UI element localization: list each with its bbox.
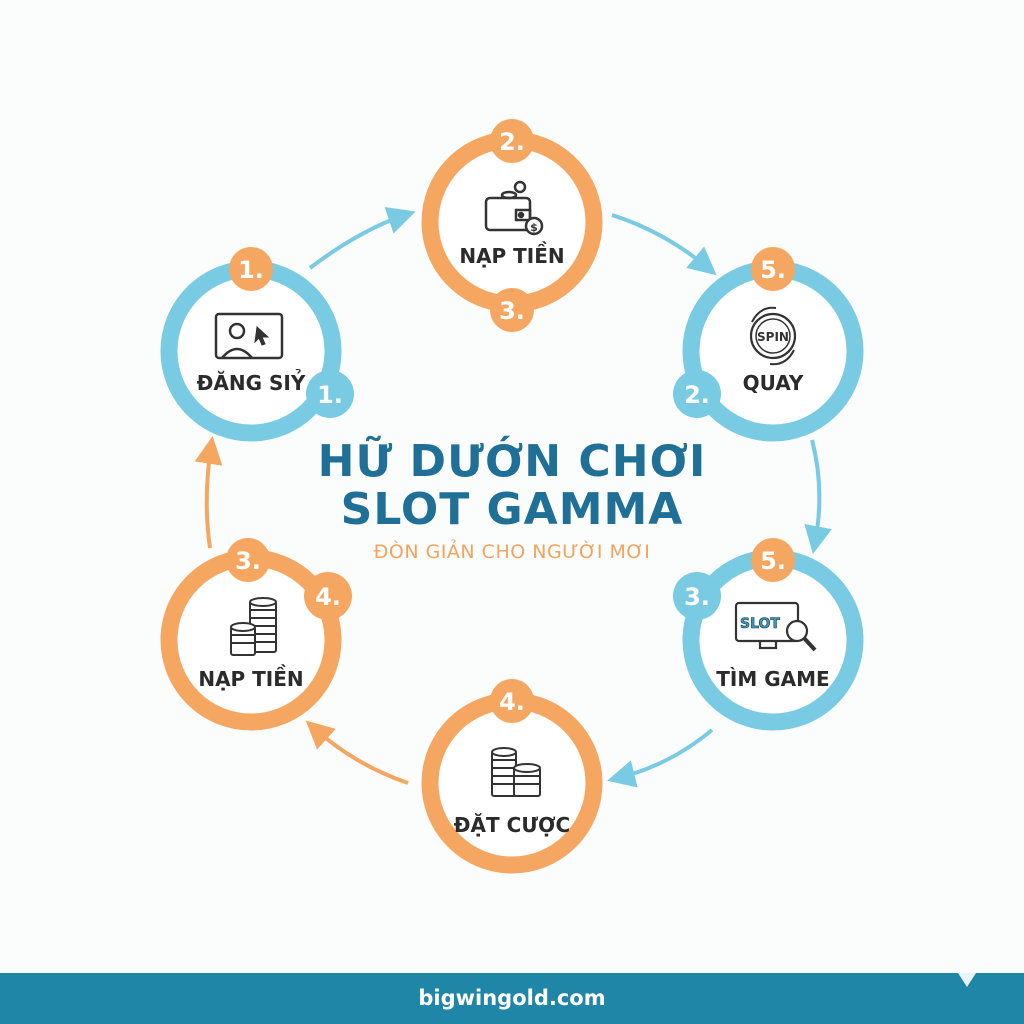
svg-text:3.: 3.	[235, 547, 261, 575]
svg-text:1.: 1.	[238, 256, 264, 284]
step-label-spin: QUAY	[743, 371, 804, 395]
badge-register-top: 1.	[229, 247, 273, 291]
svg-text:2.: 2.	[684, 381, 710, 409]
svg-text:1.: 1.	[317, 381, 343, 409]
badge-spin-top: 5.	[751, 247, 795, 291]
step-find-game: SLOT TÌM GAME 5. 3.	[673, 538, 864, 731]
profile-card-icon	[214, 312, 284, 360]
badge-deposit-left-top: 3.	[226, 538, 270, 582]
arrow-find-to-bet	[607, 728, 714, 788]
svg-text:SPIN: SPIN	[757, 330, 789, 344]
arrow-register-to-deposit	[308, 207, 416, 270]
svg-text:3.: 3.	[499, 297, 525, 325]
badge-deposit-top-lower: 3.	[490, 288, 534, 332]
arrow-deposit-to-spin	[611, 213, 717, 276]
step-spin: SPIN QUAY 5. 2.	[673, 247, 864, 442]
badge-bet-top: 4.	[490, 679, 534, 723]
arrow-bet-to-deposit	[305, 720, 409, 785]
footer-bar: bigwingold.com	[0, 973, 1024, 1024]
svg-text:4.: 4.	[315, 583, 341, 611]
page-subtitle: ĐÒN GIẢN CHO NGƯỜI MƠI	[373, 541, 651, 563]
step-label-find-game: TÌM GAME	[716, 667, 829, 691]
step-label-bet: ĐẶT CƯỢC	[454, 813, 570, 837]
svg-text:SLOT: SLOT	[740, 616, 780, 632]
badge-deposit-left-side: 4.	[304, 572, 352, 620]
arrow-deposit-to-register	[194, 435, 223, 549]
wallet-coin-icon: $	[484, 180, 544, 236]
step-deposit-top: $ NẠP TIỀN 2. 3.	[421, 119, 603, 332]
arrow-spin-to-find	[804, 439, 832, 555]
svg-text:5.: 5.	[760, 547, 786, 575]
svg-text:2.: 2.	[499, 128, 525, 156]
step-label-deposit-left: NẠP TIỀN	[198, 665, 303, 691]
badge-deposit-top-upper: 2.	[490, 119, 534, 163]
chevron-down-icon	[958, 973, 976, 987]
footer-link[interactable]: bigwingold.com	[418, 986, 606, 1010]
coin-stack-icon	[491, 747, 541, 797]
svg-text:3.: 3.	[684, 583, 710, 611]
svg-text:$: $	[530, 221, 538, 234]
spin-icon: SPIN	[749, 306, 797, 366]
page-title-line1: HỮ DƯỚN CHƠI	[317, 436, 707, 487]
badge-find-side: 3.	[673, 572, 721, 620]
step-label-register: ĐĂNG SIỶ	[197, 370, 306, 395]
page-title-line2: SLOT GAMMA	[340, 484, 684, 535]
badge-find-top: 5.	[751, 538, 795, 582]
svg-text:4.: 4.	[499, 688, 525, 716]
step-deposit-left: NẠP TIỀN 3. 4.	[160, 538, 352, 731]
coin-stacks-icon	[230, 597, 277, 656]
slot-search-icon: SLOT	[734, 601, 817, 652]
step-register: ĐĂNG SIỶ 1. 1.	[160, 247, 354, 442]
step-label-deposit-top: NẠP TIỀN	[459, 242, 564, 268]
badge-register-side: 1.	[306, 370, 354, 418]
svg-text:5.: 5.	[760, 256, 786, 284]
badge-spin-side: 2.	[673, 370, 721, 418]
step-bet: ĐẶT CƯỢC 4.	[421, 679, 603, 874]
